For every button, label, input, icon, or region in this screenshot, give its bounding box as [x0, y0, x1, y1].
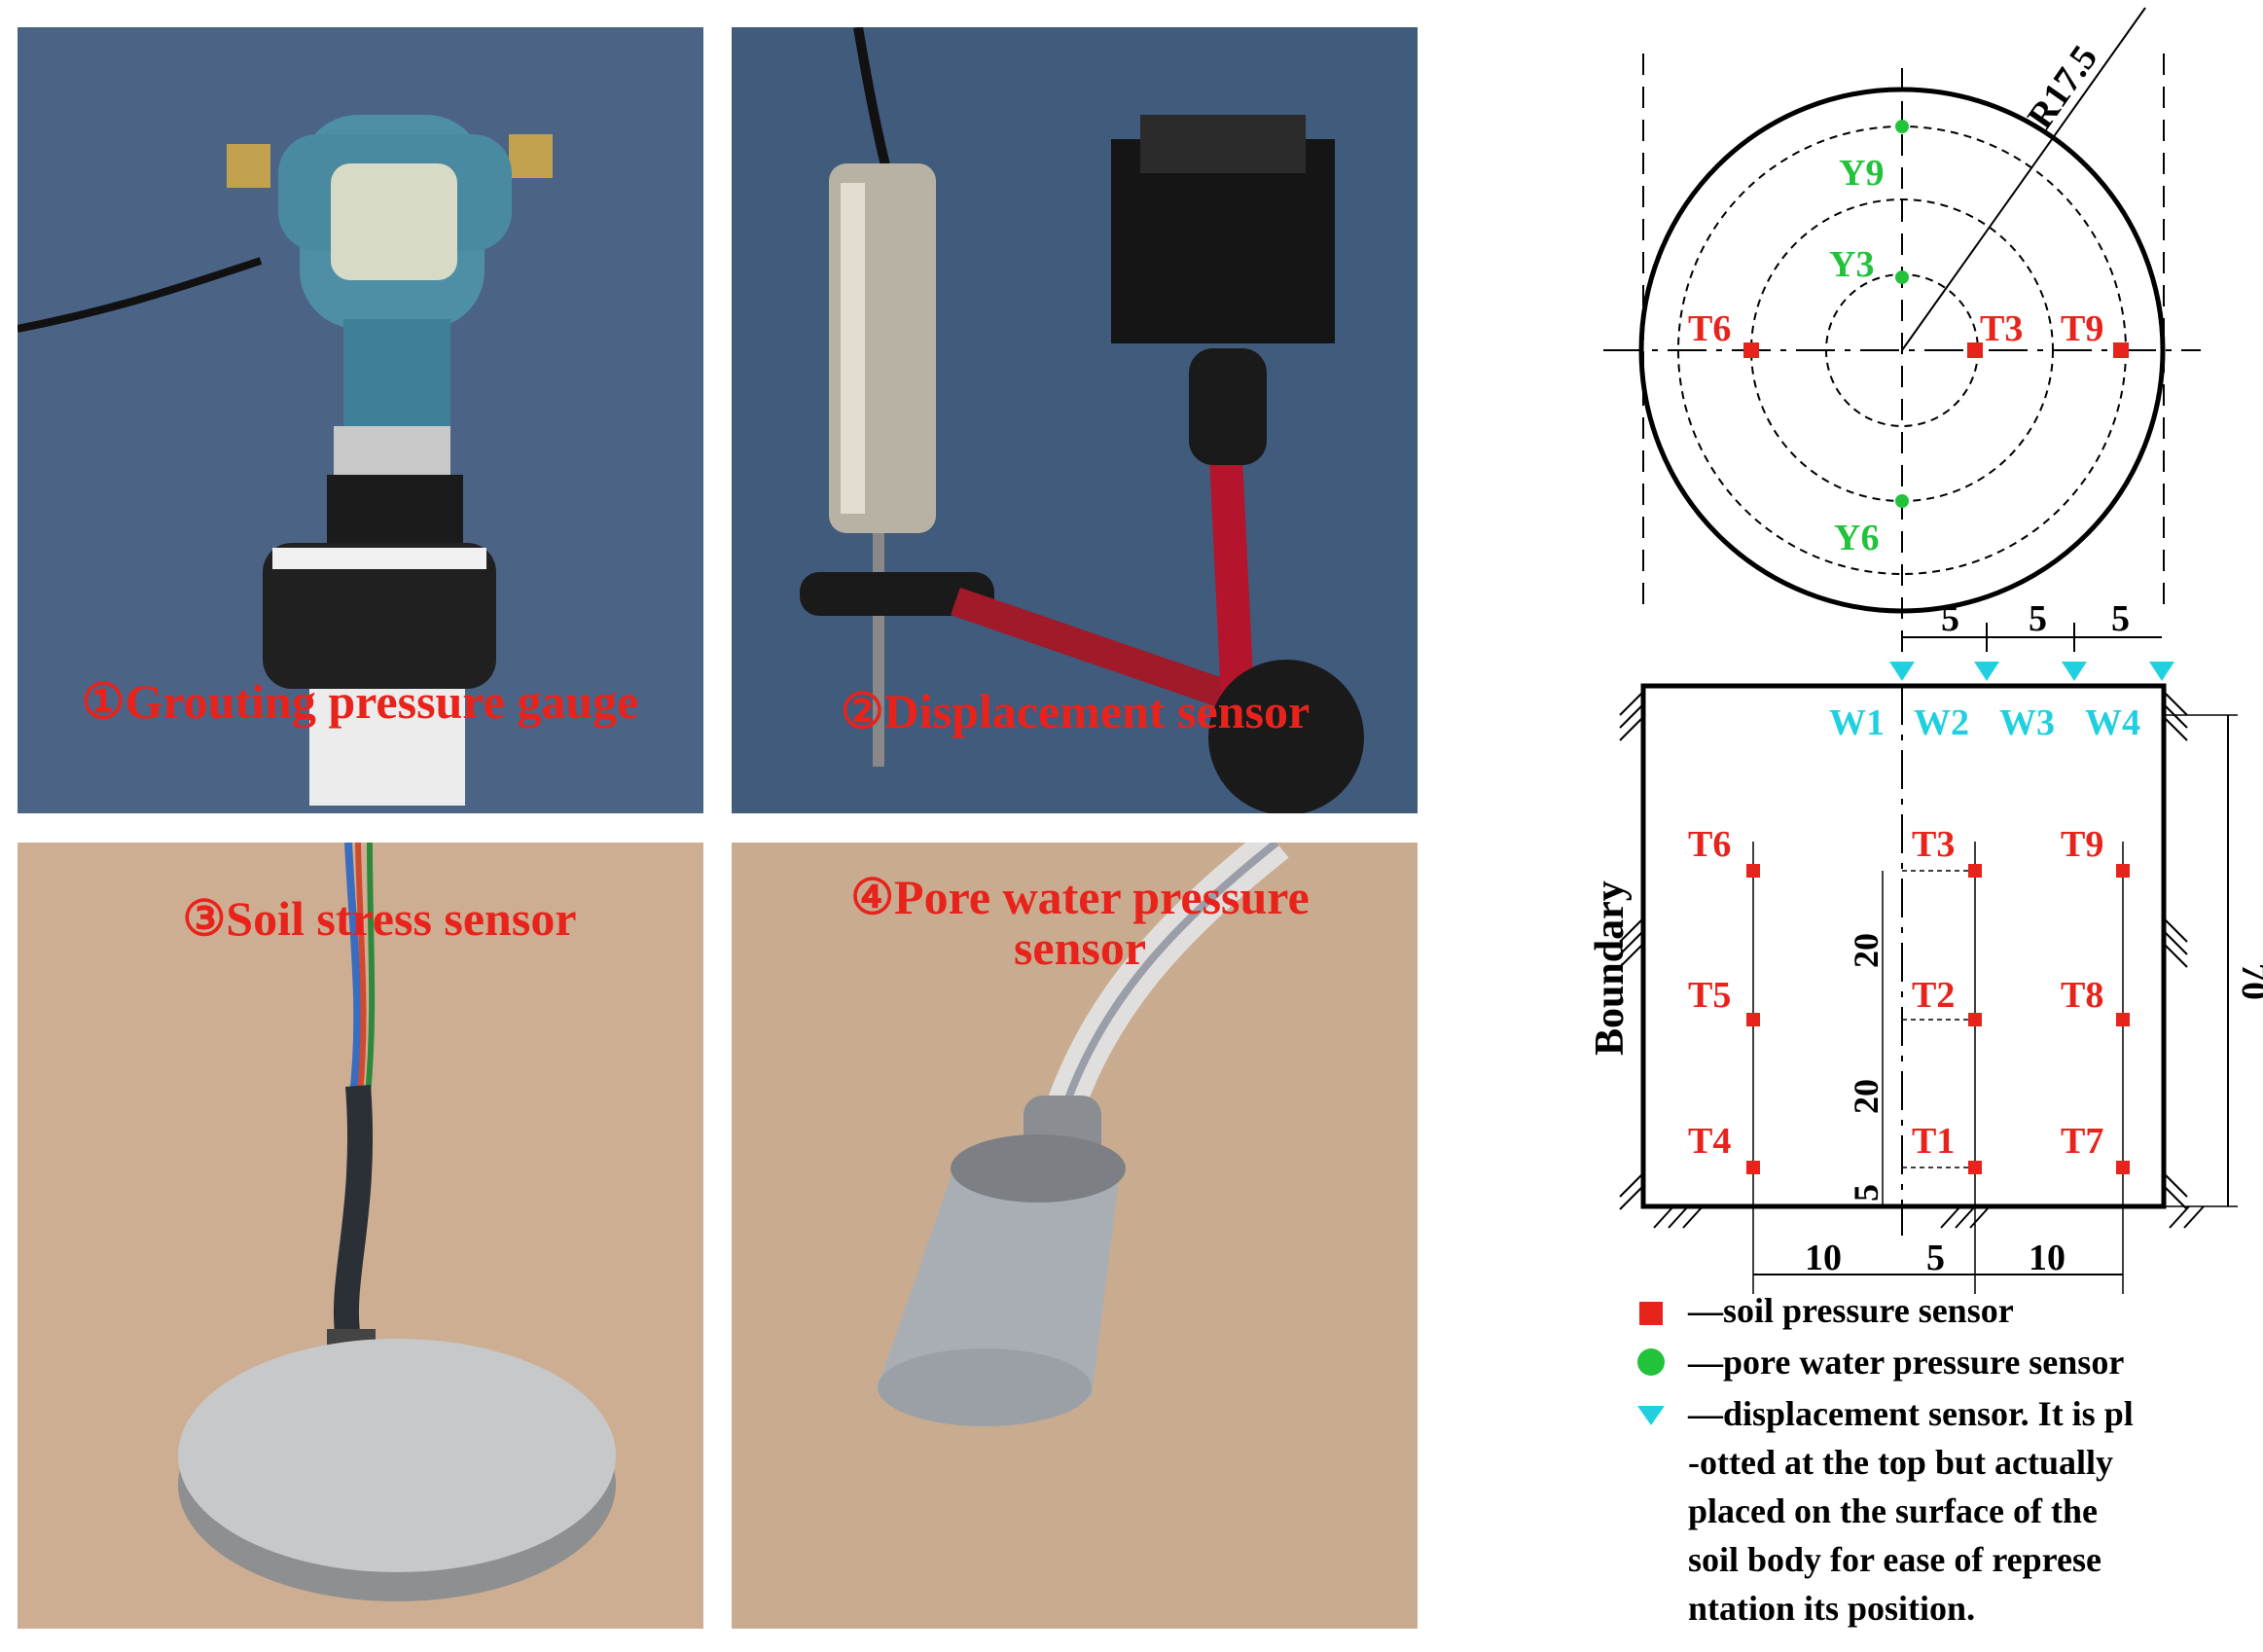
soil-sensor-marker — [2116, 1161, 2130, 1174]
soil-sensor-label: T8 — [2061, 975, 2103, 1016]
soil-sensor-label: T7 — [2061, 1121, 2103, 1162]
soil-sensor-marker — [1746, 864, 1760, 878]
soil-sensor-marker — [2113, 342, 2129, 358]
legend-pore: —pore water pressure sensor — [1688, 1343, 2125, 1382]
pore-sensor-dot — [1895, 494, 1909, 508]
soil-sensor-marker — [1743, 342, 1759, 358]
displacement-label: W3 — [1999, 702, 2055, 743]
displacement-label: W4 — [2085, 702, 2140, 743]
dim-vertical: 20 — [1847, 933, 1886, 968]
displacement-sensor-marker — [2062, 662, 2087, 681]
dim-vertical: 20 — [1847, 1079, 1886, 1114]
height-dim: 70 — [2234, 963, 2263, 1000]
dim-top: 5 — [2111, 598, 2130, 639]
displacement-sensor-marker — [1974, 662, 1999, 681]
soil-sensor-label: T9 — [2061, 308, 2103, 349]
soil-sensor-label: T5 — [1688, 975, 1731, 1016]
legend-disp-cont: soil body for ease of represe — [1688, 1540, 2101, 1579]
photo-displacement-sensor — [732, 27, 1418, 813]
displacement-label: W1 — [1829, 702, 1885, 743]
soil-sensor-label: T4 — [1688, 1121, 1731, 1162]
photo-pore-water-pressure-sensor — [732, 843, 1418, 1629]
dim-bottom: 10 — [1805, 1238, 1842, 1278]
dim-top: 5 — [1941, 598, 1959, 639]
soil-sensor-marker — [1968, 1161, 1982, 1174]
soil-sensor-label: T6 — [1688, 824, 1731, 865]
soil-sensor-marker — [2116, 1013, 2130, 1026]
photo-grouting-pressure-gauge — [18, 27, 703, 813]
caption-pore-water-pressure-sensor: ④Pore water pressure sensor — [850, 870, 1310, 975]
soil-sensor-label: T9 — [2061, 824, 2103, 865]
legend-disp-cont: -otted at the top but actually — [1688, 1443, 2113, 1482]
pore-sensor-dot — [1895, 270, 1909, 284]
soil-sensor-marker — [1746, 1161, 1760, 1174]
displacement-sensor-marker — [1889, 662, 1915, 681]
legend-soil-marker — [1639, 1302, 1663, 1325]
soil-sensor-label: T1 — [1912, 1121, 1955, 1162]
dim-vertical: 5 — [1847, 1184, 1886, 1202]
legend-disp-cont: placed on the surface of the — [1688, 1491, 2098, 1530]
soil-sensor-label: T3 — [1980, 308, 2023, 349]
legend-disp-marker — [1637, 1406, 1665, 1425]
section-view: 5 5 5 W1 W2 W3 W4 Boundary — [1588, 598, 2263, 1294]
displacement-sensor-marker — [2149, 662, 2174, 681]
soil-sensor-label: T2 — [1912, 975, 1955, 1016]
photo-soil-stress-sensor — [18, 843, 703, 1629]
caption-soil-stress-sensor: ③Soil stress sensor — [182, 891, 577, 946]
soil-sensor-marker — [2116, 864, 2130, 878]
caption-grouting-pressure-gauge: ①Grouting pressure gauge — [81, 674, 639, 729]
top-view: R17.5 Y9 Y3 Y6 T6 T3 T9 — [1603, 7, 2201, 662]
dim-bottom: 5 — [1926, 1238, 1945, 1278]
pore-sensor-label: Y6 — [1834, 518, 1879, 558]
radius-label: R17.5 — [2020, 38, 2105, 136]
soil-sensor-marker — [1968, 1013, 1982, 1026]
pore-sensor-dot — [1895, 120, 1909, 133]
sensor-layout-diagram: R17.5 Y9 Y3 Y6 T6 T3 T9 5 5 5 W1 W2 W3 W… — [1588, 7, 2263, 1425]
soil-sensor-marker — [1968, 864, 1982, 878]
displacement-label: W2 — [1914, 702, 1969, 743]
boundary-label: Boundary — [1588, 880, 1633, 1056]
dim-top: 5 — [2029, 598, 2047, 639]
soil-sensor-marker — [1967, 342, 1983, 358]
soil-sensor-label: T6 — [1688, 308, 1731, 349]
soil-sensor-marker — [1746, 1013, 1760, 1026]
legend-disp: —displacement sensor. It is pl — [1688, 1394, 2134, 1433]
legend-soil: —soil pressure sensor — [1688, 1291, 2014, 1330]
legend-disp-cont: ntation its position. — [1688, 1589, 1976, 1628]
pore-sensor-label: Y9 — [1839, 153, 1884, 194]
caption-displacement-sensor: ②Displacement sensor — [840, 684, 1311, 738]
dim-bottom: 10 — [2029, 1238, 2065, 1278]
soil-sensor-label: T3 — [1912, 824, 1955, 865]
pore-sensor-label: Y3 — [1829, 244, 1874, 285]
legend-pore-marker — [1637, 1348, 1665, 1376]
